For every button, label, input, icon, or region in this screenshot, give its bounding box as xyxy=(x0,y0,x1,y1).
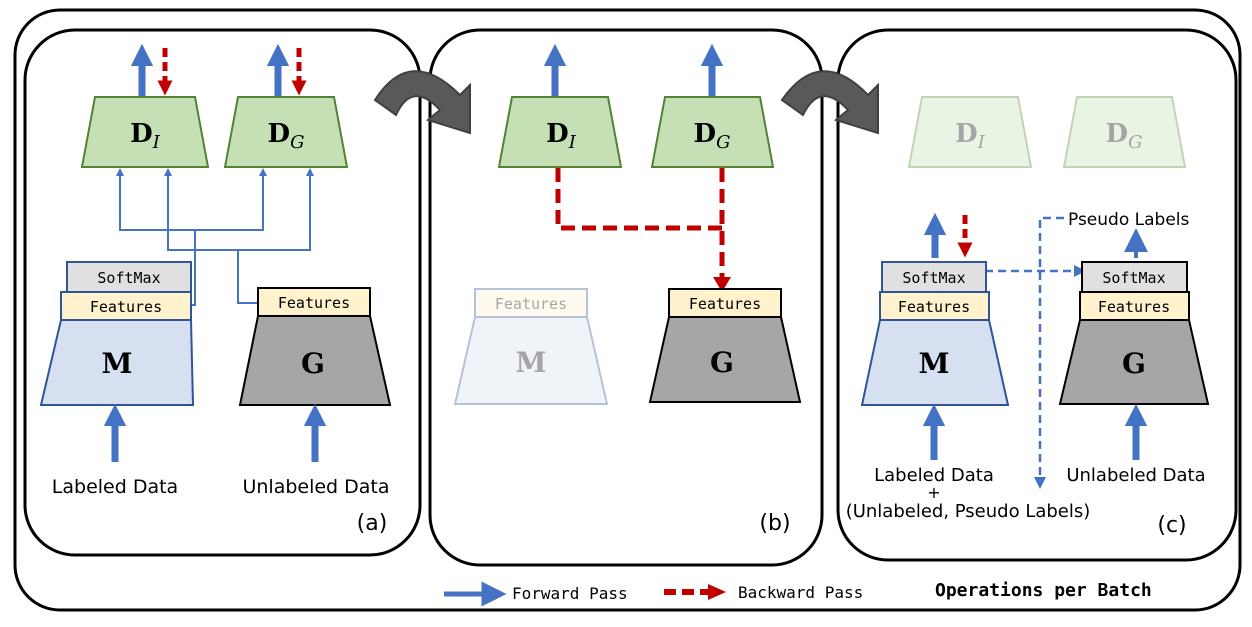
legend-caption: Operations per Batch xyxy=(935,580,1152,601)
panel-b-generator-g: Features G xyxy=(648,288,802,403)
pseudo-labels-text: Pseudo Labels xyxy=(1068,210,1190,230)
panel-c-g-input: Unlabeled Data xyxy=(1066,465,1205,486)
panel-a-feature-connections xyxy=(119,172,311,306)
features-label: Features xyxy=(1098,298,1170,316)
softmax-label: SoftMax xyxy=(1102,269,1165,287)
transition-arrow-b-c xyxy=(780,70,879,135)
panel-a-model-m: SoftMax Features M xyxy=(39,261,195,406)
panel-c-label: (c) xyxy=(1157,513,1186,538)
panel-a-generator-g: Features G xyxy=(238,287,392,406)
panel-c-model-m: SoftMax Features M xyxy=(860,261,1010,406)
panel-b-model-m-inactive: Features M xyxy=(453,288,609,405)
panel-b-discriminator-i: DI xyxy=(497,96,623,168)
transition-arrow-a-b xyxy=(373,70,471,135)
panel-c-discriminator-g-inactive: DG xyxy=(1062,96,1187,168)
svg-text:DI: DI xyxy=(546,119,577,153)
panel-c-m-input-line2: + xyxy=(927,483,940,502)
panel-b-label: (b) xyxy=(759,511,790,536)
m-label: M xyxy=(919,347,950,380)
features-label: Features xyxy=(689,295,761,313)
features-label: Features xyxy=(898,298,970,316)
panel-c-m-input-line1: Labeled Data xyxy=(874,465,994,486)
svg-text:DI: DI xyxy=(130,119,161,153)
panel-b-discriminator-g: DG xyxy=(650,96,775,168)
panel-a-g-input: Unlabeled Data xyxy=(242,476,389,498)
legend-backward-label: Backward Pass xyxy=(738,583,863,602)
softmax-label: SoftMax xyxy=(902,269,965,287)
panel-a-m-input: Labeled Data xyxy=(52,476,178,498)
panel-a-discriminator-g: DG xyxy=(223,96,349,168)
features-label: Features xyxy=(495,295,567,313)
panel-b-backward-flow xyxy=(555,168,725,280)
g-label: G xyxy=(710,346,734,379)
softmax-label: SoftMax xyxy=(97,269,160,287)
legend: Forward Pass Backward Pass Operations pe… xyxy=(444,580,1152,607)
panel-c-discriminator-i-inactive: DI xyxy=(907,96,1033,168)
g-label: G xyxy=(1122,347,1146,380)
panel-c-generator-g: SoftMax Features G xyxy=(1058,261,1210,405)
svg-text:DG: DG xyxy=(1106,119,1143,153)
panel-c-m-input-line3: (Unlabeled, Pseudo Labels) xyxy=(846,501,1091,522)
g-label: G xyxy=(301,347,325,380)
legend-forward-label: Forward Pass xyxy=(512,584,628,603)
m-label: M xyxy=(102,347,133,380)
panel-c-pseudo-label-flow xyxy=(985,216,1075,480)
svg-text:DG: DG xyxy=(694,119,731,153)
panel-a-label: (a) xyxy=(357,511,388,536)
m-label: M xyxy=(516,346,547,379)
panel-a-discriminator-i: DI xyxy=(80,96,210,168)
features-label: Features xyxy=(278,294,350,312)
svg-text:DI: DI xyxy=(955,119,986,153)
svg-text:DG: DG xyxy=(268,119,305,153)
features-label: Features xyxy=(90,298,162,316)
